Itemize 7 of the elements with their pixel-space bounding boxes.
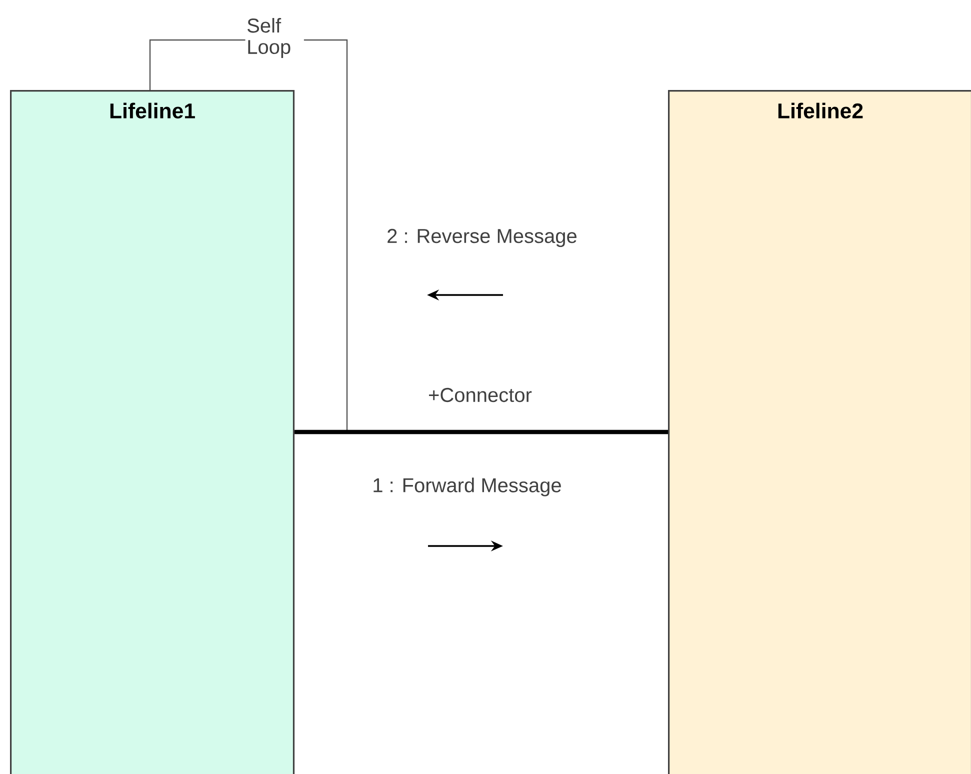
lifeline-box: Lifeline2 <box>668 90 971 774</box>
edge-label: +Connector <box>426 386 534 404</box>
lifeline-box: Lifeline1 <box>10 90 295 774</box>
message-label: 1 : Forward Message <box>374 478 561 496</box>
edge-label: Self Loop <box>245 16 304 60</box>
connector-line <box>294 430 668 434</box>
message-label: 2 : Reverse Message <box>388 228 576 248</box>
